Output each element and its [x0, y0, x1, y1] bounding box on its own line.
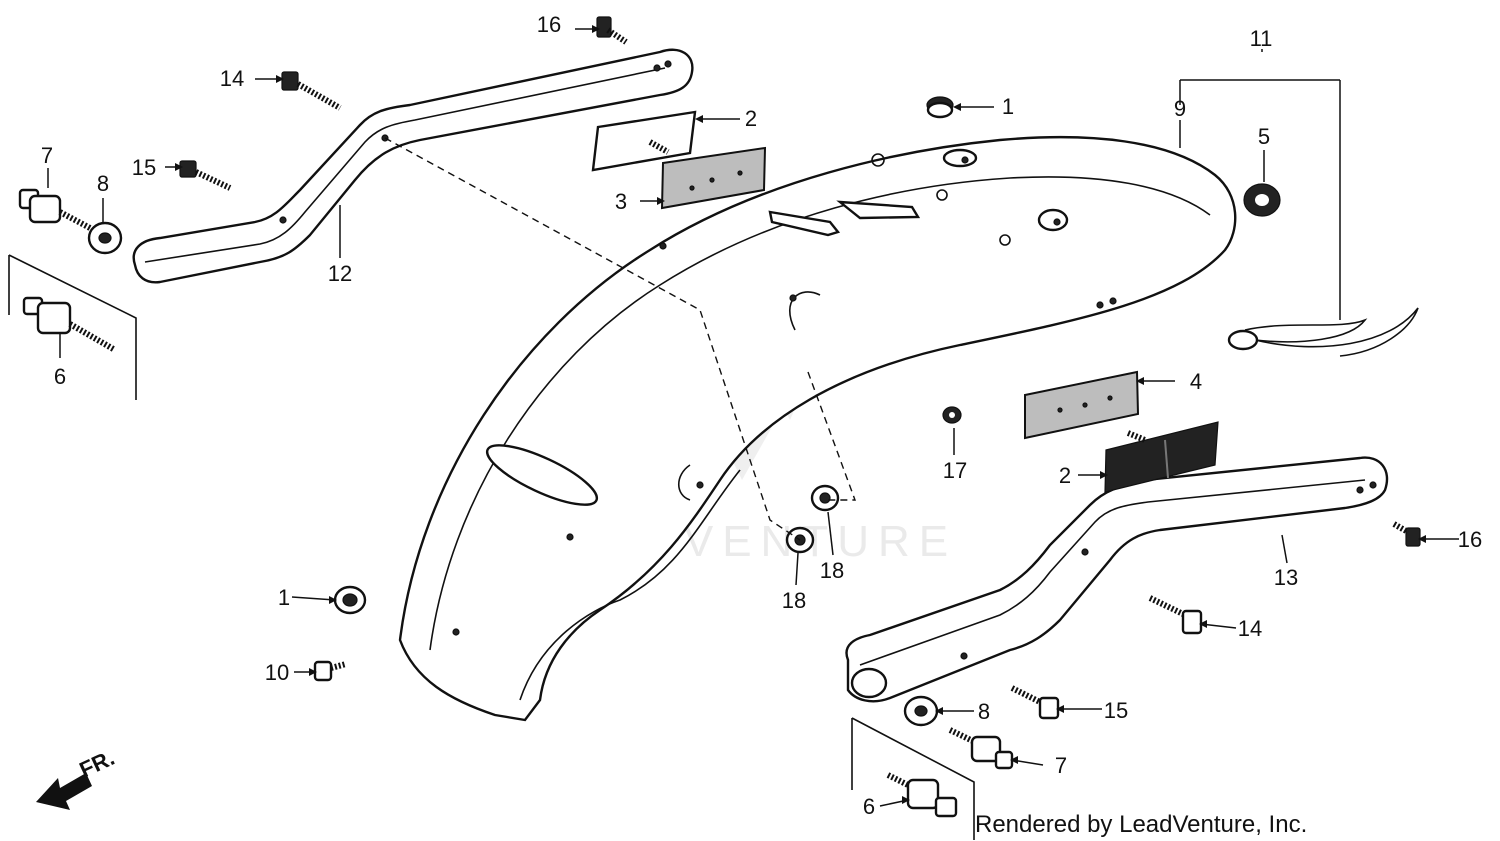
- washer-8-left: [87, 221, 123, 255]
- washer-8-right: [903, 695, 939, 727]
- bolt-16-top: [596, 16, 628, 45]
- front-arrow: FR.: [36, 745, 118, 810]
- stud-6-right: [886, 772, 958, 818]
- callout-15-right: 15: [1104, 698, 1128, 723]
- callout-18-left: 18: [782, 588, 806, 613]
- assembly-line-nut: [807, 371, 857, 501]
- grommet-lower: [333, 585, 367, 615]
- bolt-10: [313, 660, 347, 682]
- callout-12: 12: [328, 261, 352, 286]
- reflector-rear: [591, 110, 767, 210]
- callout-2-side: 2: [1059, 463, 1071, 488]
- callout-6-left: 6: [54, 364, 66, 389]
- bolt-14-left: [281, 71, 342, 111]
- wire-harness: [1227, 307, 1419, 357]
- callout-1-lower: 1: [278, 585, 290, 610]
- grommet-top: [926, 96, 954, 119]
- bolt-15-left: [179, 160, 232, 191]
- callout-8-right: 8: [978, 699, 990, 724]
- callout-16-top: 16: [537, 12, 561, 37]
- callout-2-top: 2: [745, 106, 757, 131]
- reflector-side: [1024, 370, 1219, 493]
- callouts: 16 14 15 7 8 6 12 2 3 1 11 9 5 4 2 17 18…: [41, 12, 1482, 819]
- callout-13: 13: [1274, 565, 1298, 590]
- callout-7-left: 7: [41, 143, 53, 168]
- callout-3: 3: [615, 189, 627, 214]
- bolt-15-right: [1010, 685, 1060, 720]
- bolt-14-right: [1148, 595, 1203, 635]
- callout-15-left: 15: [132, 155, 156, 180]
- callout-18-right: 18: [820, 558, 844, 583]
- leader-arrowheads: [175, 25, 1426, 804]
- nut-18a: [810, 484, 840, 512]
- assembly-line-rail: [384, 137, 801, 541]
- callout-5: 5: [1258, 124, 1270, 149]
- callout-7-right: 7: [1055, 753, 1067, 778]
- callout-17: 17: [943, 458, 967, 483]
- callout-1-top: 1: [1002, 94, 1014, 119]
- grab-rail-right: [845, 456, 1389, 703]
- callout-10: 10: [265, 660, 289, 685]
- callout-9: 9: [1174, 96, 1186, 121]
- callout-8-left: 8: [97, 171, 109, 196]
- bracket-group-left: [8, 254, 137, 400]
- callout-16-right: 16: [1458, 527, 1482, 552]
- callout-4: 4: [1190, 369, 1202, 394]
- rear-fender: [398, 135, 1237, 722]
- callout-14-left: 14: [220, 66, 244, 91]
- callout-14-right: 14: [1238, 616, 1262, 641]
- bolt-16-right: [1392, 521, 1421, 547]
- callout-6-right: 6: [863, 794, 875, 819]
- collar-7-right: [948, 727, 1014, 770]
- collar-7-left: [18, 188, 92, 231]
- bracket-group-right: [851, 717, 975, 840]
- leader-lines: [47, 28, 1459, 807]
- nut-5: [1243, 183, 1281, 217]
- nut-17: [942, 406, 962, 424]
- grab-rail-left: [132, 48, 694, 284]
- credit-text: Rendered by LeadVenture, Inc.: [975, 811, 1307, 838]
- stud-6-left: [22, 296, 117, 353]
- callout-11: 11: [1250, 26, 1273, 51]
